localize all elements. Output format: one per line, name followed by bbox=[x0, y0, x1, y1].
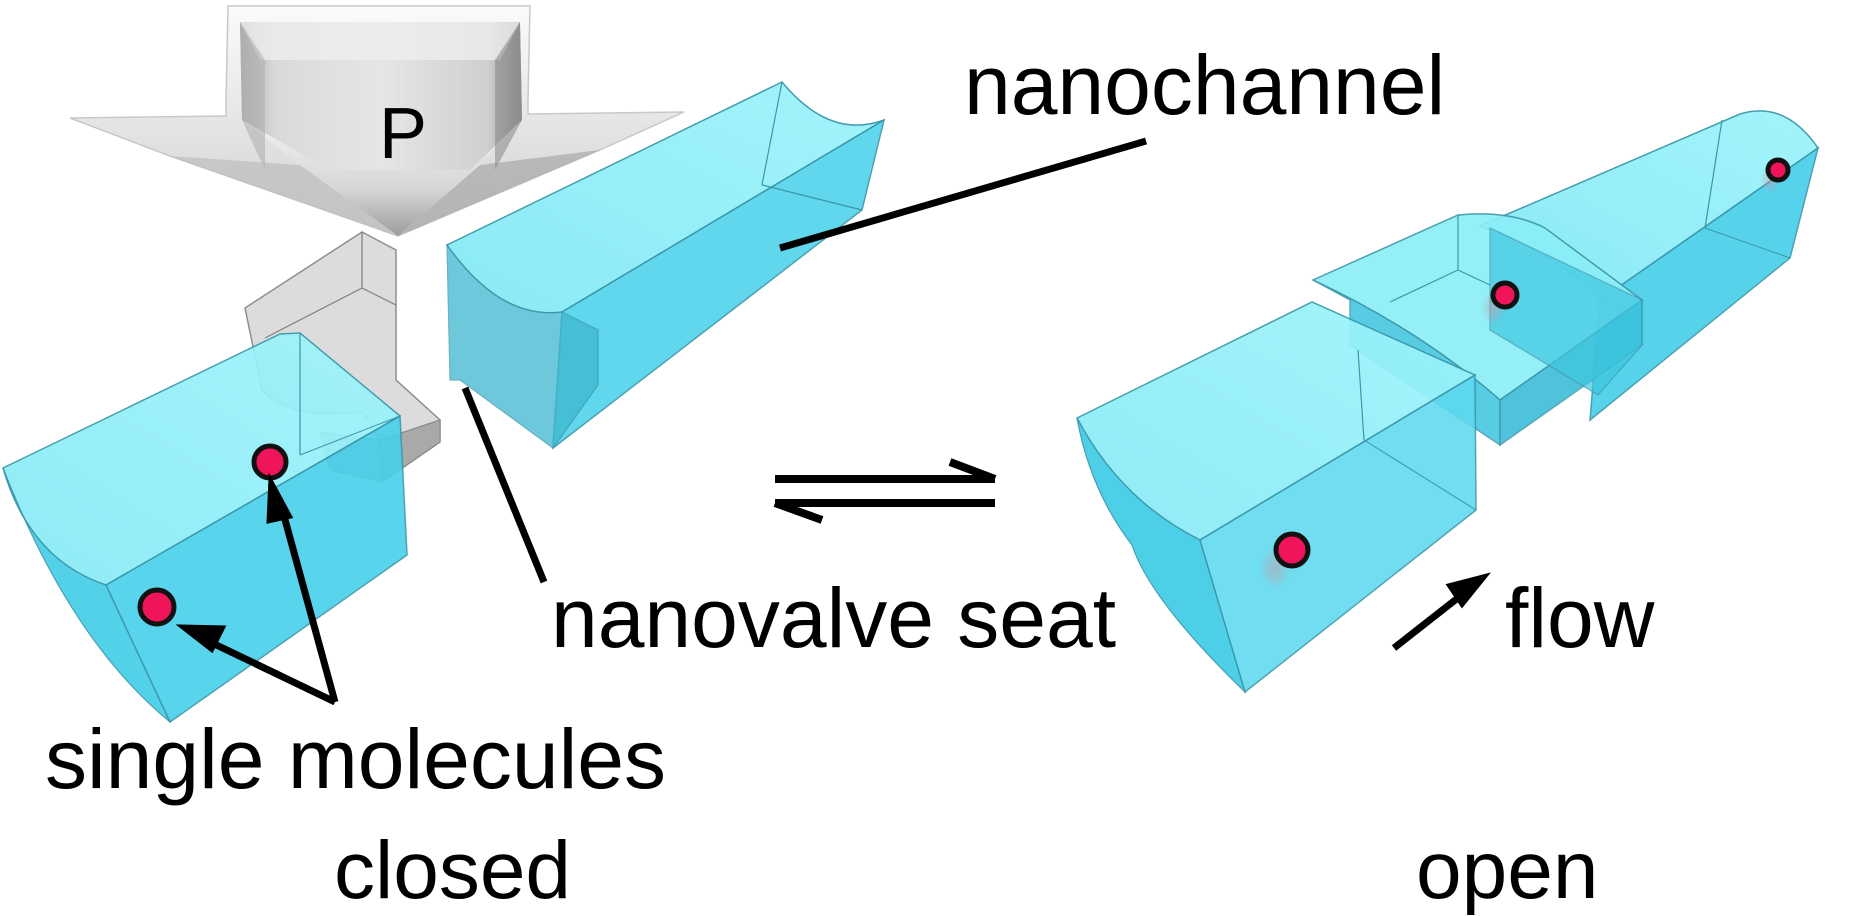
nanochannel-left-closed bbox=[2, 332, 408, 724]
molecule-closed-1 bbox=[251, 443, 289, 481]
nanochannel-right-closed bbox=[445, 81, 886, 450]
nanovalve-seat-leader-line bbox=[461, 386, 548, 584]
single-molecules-label: single molecules bbox=[45, 712, 666, 806]
molecule-open-2 bbox=[1481, 280, 1520, 326]
molecule-closed-2 bbox=[137, 587, 177, 627]
pressure-label: P bbox=[379, 94, 427, 174]
closed-state-label: closed bbox=[334, 825, 571, 916]
open-state-illustration bbox=[1075, 110, 1820, 695]
molecule-pointer-arrows bbox=[175, 472, 339, 706]
pressure-arrow-icon bbox=[69, 5, 685, 237]
nanovalve-seat-label: nanovalve seat bbox=[551, 571, 1116, 665]
closed-state-illustration: P bbox=[2, 5, 1147, 724]
molecule-open-3 bbox=[1760, 157, 1791, 194]
flow-label: flow bbox=[1505, 571, 1655, 665]
equilibrium-arrows-icon bbox=[773, 458, 997, 524]
nanochannel-label: nanochannel bbox=[964, 38, 1445, 132]
molecule-open-1 bbox=[1259, 531, 1311, 590]
nanochannel-left-open bbox=[1075, 301, 1477, 695]
flow-arrow-icon bbox=[1391, 572, 1492, 651]
nanochannel-leader-line bbox=[779, 137, 1147, 252]
open-state-label: open bbox=[1416, 825, 1598, 916]
